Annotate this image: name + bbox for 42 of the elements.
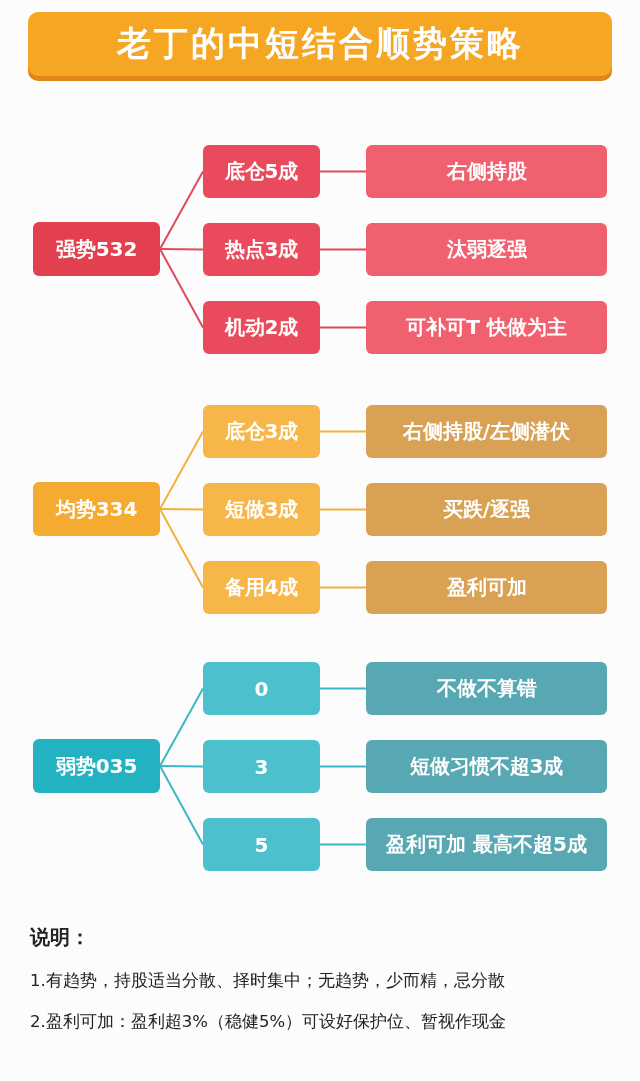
strategy-box: 短做习惯不超3成	[366, 740, 607, 793]
note-text: 2.盈利可加：盈利超3%（稳健5%）可设好保护位、暂视作现金	[30, 1011, 507, 1033]
allocation-box: 备用4成	[203, 561, 320, 614]
connector-line	[319, 248, 367, 251]
strategy-box: 右侧持股/左侧潜伏	[366, 405, 607, 458]
strategy-box: 买跌/逐强	[366, 483, 607, 536]
connector-line	[319, 843, 367, 846]
connector-line	[319, 508, 367, 511]
connector-line	[159, 430, 204, 510]
allocation-box: 底仓5成	[203, 145, 320, 198]
connector-line	[159, 248, 204, 329]
connector-line	[159, 765, 204, 846]
connector-line	[319, 326, 367, 329]
connector-line	[159, 508, 204, 589]
connector-line	[159, 508, 204, 511]
connector-line	[319, 765, 367, 768]
allocation-box: 短做3成	[203, 483, 320, 536]
connector-line	[159, 687, 204, 767]
allocation-box: 5	[203, 818, 320, 871]
connector-line	[159, 170, 204, 250]
connector-line	[159, 765, 204, 768]
allocation-box: 底仓3成	[203, 405, 320, 458]
strategy-box: 右侧持股	[366, 145, 607, 198]
strategy-box: 汰弱逐强	[366, 223, 607, 276]
allocation-box: 机动2成	[203, 301, 320, 354]
strategy-box: 盈利可加 最高不超5成	[366, 818, 607, 871]
connector-line	[319, 170, 367, 173]
connector-line	[159, 248, 204, 251]
strategy-box: 不做不算错	[366, 662, 607, 715]
allocation-box: 热点3成	[203, 223, 320, 276]
note-text: 1.有趋势，持股适当分散、择时集中；无趋势，少而精，忌分散	[30, 970, 505, 992]
strategy-box: 可补可T 快做为主	[366, 301, 607, 354]
category-box: 强势532	[33, 222, 160, 276]
notes-heading: 说明：	[30, 924, 90, 951]
category-box: 弱势035	[33, 739, 160, 793]
connector-line	[319, 586, 367, 589]
allocation-box: 3	[203, 740, 320, 793]
strategy-box: 盈利可加	[366, 561, 607, 614]
category-box: 均势334	[33, 482, 160, 536]
connector-line	[319, 687, 367, 690]
connector-line	[319, 430, 367, 433]
allocation-box: 0	[203, 662, 320, 715]
